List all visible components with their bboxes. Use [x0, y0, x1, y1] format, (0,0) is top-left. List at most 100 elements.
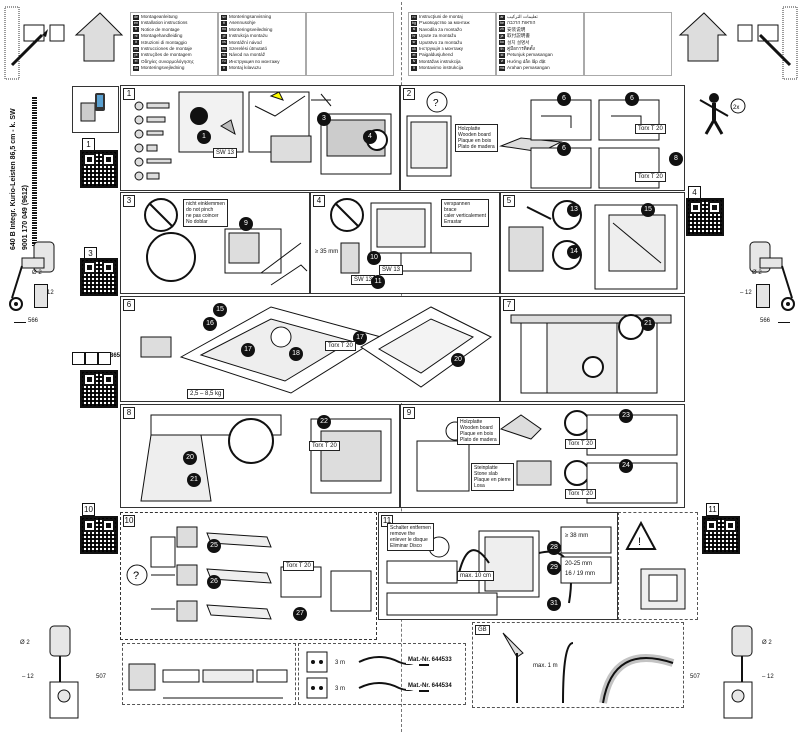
step-marker: 31 — [547, 597, 561, 611]
step-number: 3 — [123, 195, 135, 207]
max-length: max. 10 cm — [457, 571, 495, 581]
language-title: Οδηγίες συναρμολόγησης — [141, 58, 194, 64]
step-number: 9 — [403, 407, 415, 419]
step-marker: 13 — [567, 203, 581, 217]
qr-label-11: 11 — [706, 503, 719, 516]
language-title: Montagehandleiding — [141, 33, 183, 39]
language-title: 取付説明書 — [507, 33, 530, 39]
language-title: Instrucţiuni de montaj — [419, 14, 463, 19]
qr-label-10: 10 — [82, 503, 95, 516]
language-code: nl — [133, 33, 139, 39]
language-code: pt — [133, 53, 139, 59]
language-code: ru — [221, 59, 227, 65]
corner-template-top-left — [2, 5, 124, 85]
language-title: Monteringsveiledning — [229, 26, 273, 32]
language-code: et — [411, 53, 417, 59]
language-title: Ръководство за монтаж — [419, 20, 470, 26]
screw-illustration — [508, 200, 678, 290]
svg-text:!: ! — [638, 536, 641, 548]
drill-right-top — [749, 241, 795, 311]
language-title: Monteringsvejledning — [141, 65, 185, 71]
language-code: fr — [133, 27, 139, 33]
cabinet-edge — [34, 284, 48, 308]
step-number: 7 — [503, 299, 515, 311]
qr-code[interactable] — [80, 516, 118, 554]
qr-code[interactable] — [80, 150, 118, 188]
language-title: คู่มือการติดตั้ง — [507, 45, 535, 51]
language-title: Upute za montažu — [419, 33, 457, 39]
dim-line — [14, 322, 26, 323]
min-height: ≥ 35 mm — [315, 249, 339, 255]
cable-illustration — [144, 198, 308, 286]
step-panel-6: 6 15 16 17 18 17 20 2,5 – 8,5 kg Torx T … — [120, 296, 500, 402]
qr-code[interactable] — [686, 198, 724, 236]
step-marker: 29 — [547, 561, 561, 575]
qr-code[interactable] — [702, 516, 740, 554]
language-title: Arahan pemasangan — [507, 65, 550, 71]
language-code: vi — [499, 59, 505, 65]
step-marker: 8 — [669, 152, 683, 166]
language-title: Szerelési útmutató — [229, 45, 268, 51]
qr-code[interactable] — [80, 370, 118, 408]
wrench-size: SW 13 — [213, 148, 238, 158]
language-code: no — [221, 27, 227, 33]
step-marker: 11 — [371, 275, 385, 289]
language-list-mid2 — [306, 12, 394, 76]
language-code: da — [133, 65, 139, 71]
language-title: Інструкція з монтажу — [419, 45, 464, 51]
step-number: 1 — [123, 88, 135, 100]
step-panel-8: 8 20 21 22 Torx T 20 — [120, 404, 400, 508]
max-height: max. 1 m — [533, 663, 558, 669]
smartphone-icon — [80, 93, 105, 122]
language-code: cs — [221, 40, 227, 46]
dim-right-bot-1: Ø 2 — [762, 640, 772, 646]
step-marker: 17 — [353, 331, 367, 345]
hose-illustration — [386, 526, 612, 616]
qr-code[interactable] — [80, 258, 118, 296]
dim-right-top-2: – 12 — [740, 290, 752, 296]
language-code: zh — [499, 27, 505, 33]
house-pencil-icon — [4, 6, 124, 80]
step-marker: 21 — [641, 317, 655, 331]
language-code: sk — [221, 53, 227, 59]
language-title: Instrukcja montażu — [229, 33, 268, 39]
gb-panel: GB max. 1 m — [472, 622, 684, 708]
language-title: Hướng dẫn lắp đặt — [507, 58, 546, 64]
model-title: 640 B Integr. Kurio-Leisten 86,5 cm - k.… — [10, 108, 17, 250]
torx-label: Torx T 20 — [635, 124, 666, 134]
step-marker: 23 — [619, 409, 633, 423]
gb-label: GB — [475, 625, 490, 635]
language-title: Uputstvo za montažu — [419, 39, 463, 45]
step-marker: 6 — [557, 142, 571, 156]
language-code: hr — [411, 33, 417, 39]
language-code: lv — [411, 59, 417, 65]
step-marker: 21 — [187, 473, 201, 487]
material-number-1: Mat.-Nr. 644533 — [406, 656, 454, 664]
step-marker: 27 — [293, 607, 307, 621]
step-marker: 15 — [213, 303, 227, 317]
language-title: Navodila za montažo — [419, 26, 462, 32]
language-title: Montāžas instrukcija — [419, 58, 461, 64]
language-title: 설치 설명서 — [507, 39, 530, 45]
torx-label: Torx T 20 — [309, 441, 340, 451]
cord-length: 3 m — [335, 660, 346, 666]
torx-label: Torx T 20 — [325, 341, 356, 351]
step-number: 2 — [403, 88, 415, 100]
